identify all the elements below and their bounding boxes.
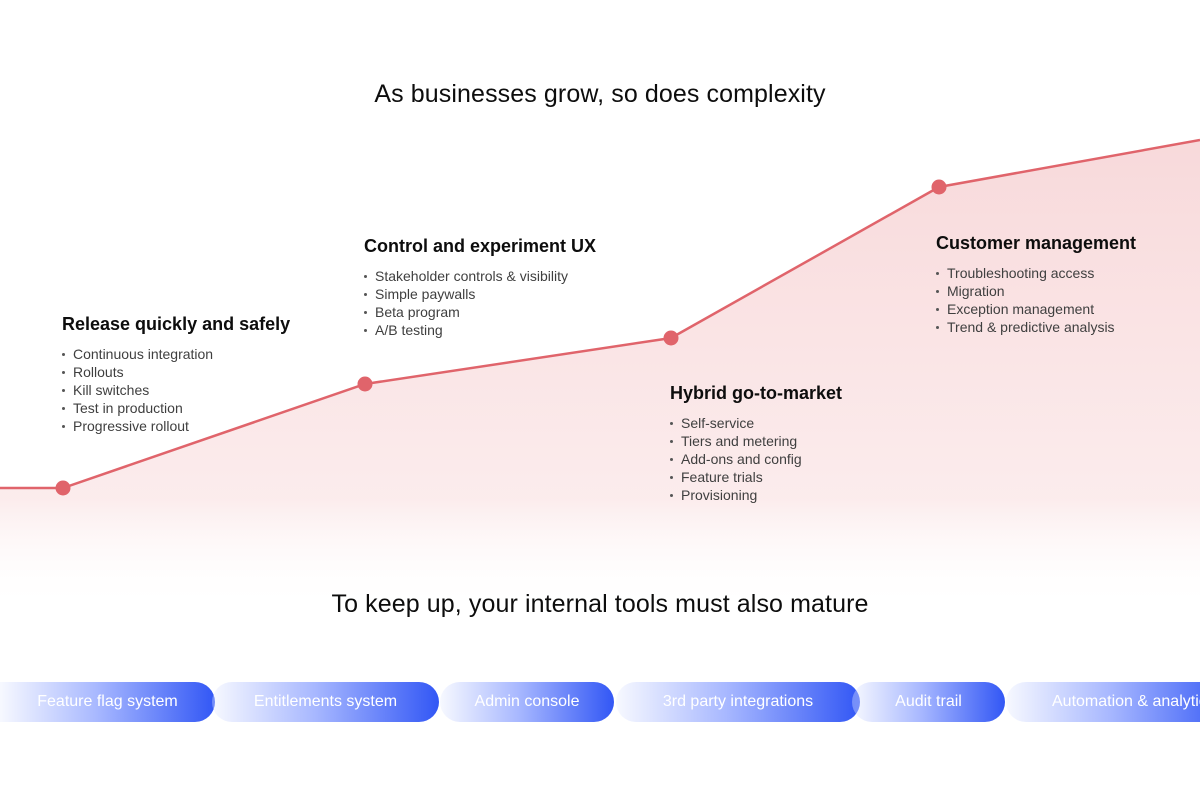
list-item: Beta program — [364, 303, 596, 321]
stage-title: Control and experiment UX — [364, 236, 597, 256]
stage-hybrid: Hybrid go-to-market Self-service Tiers a… — [670, 383, 842, 504]
stage-items: Continuous integration Rollouts Kill swi… — [62, 345, 290, 435]
list-item: Stakeholder controls & visibility — [364, 267, 596, 285]
list-item: Trend & predictive analysis — [936, 318, 1136, 336]
tool-pill-entitlements: Entitlements system — [212, 682, 439, 722]
stage-title: Hybrid go-to-market — [670, 383, 843, 403]
headline-bottom: To keep up, your internal tools must als… — [331, 590, 869, 618]
list-item: Exception management — [936, 300, 1136, 318]
list-item: Migration — [936, 282, 1136, 300]
stage-marker-3 — [931, 179, 947, 195]
stage-title: Customer management — [936, 233, 1137, 253]
tool-pill-automation: Automation & analytics — [1006, 682, 1200, 722]
tool-pill-integrations: 3rd party integrations — [616, 682, 860, 722]
list-item: Tiers and metering — [670, 432, 842, 450]
list-item: Rollouts — [62, 363, 290, 381]
list-item: Provisioning — [670, 486, 842, 504]
stage-customer: Customer management Troubleshooting acce… — [936, 233, 1136, 336]
stage-items: Stakeholder controls & visibility Simple… — [364, 267, 596, 339]
list-item: Troubleshooting access — [936, 264, 1136, 282]
list-item: Progressive rollout — [62, 417, 290, 435]
list-item: Feature trials — [670, 468, 842, 486]
stage-marker-1 — [357, 376, 373, 392]
headline-top: As businesses grow, so does complexity — [374, 80, 826, 108]
tool-pill-audit-trail: Audit trail — [852, 682, 1005, 722]
complexity-area — [0, 140, 1200, 792]
tool-pill-feature-flags: Feature flag system — [0, 682, 215, 722]
stage-marker-2 — [663, 330, 679, 346]
list-item: Test in production — [62, 399, 290, 417]
tool-pills: Feature flag system Entitlements system … — [0, 682, 1200, 722]
tool-pill-admin-console: Admin console — [440, 682, 614, 722]
stage-items: Troubleshooting access Migration Excepti… — [936, 264, 1136, 336]
stage-title: Release quickly and safely — [62, 314, 291, 334]
list-item: Kill switches — [62, 381, 290, 399]
complexity-line — [0, 138, 1200, 490]
stage-release: Release quickly and safely Continuous in… — [62, 314, 290, 435]
list-item: Continuous integration — [62, 345, 290, 363]
stage-items: Self-service Tiers and metering Add-ons … — [670, 414, 842, 504]
stage-control: Control and experiment UX Stakeholder co… — [364, 236, 596, 339]
list-item: Self-service — [670, 414, 842, 432]
stage-marker-0 — [55, 480, 71, 496]
list-item: Add-ons and config — [670, 450, 842, 468]
list-item: Simple paywalls — [364, 285, 596, 303]
list-item: A/B testing — [364, 321, 596, 339]
